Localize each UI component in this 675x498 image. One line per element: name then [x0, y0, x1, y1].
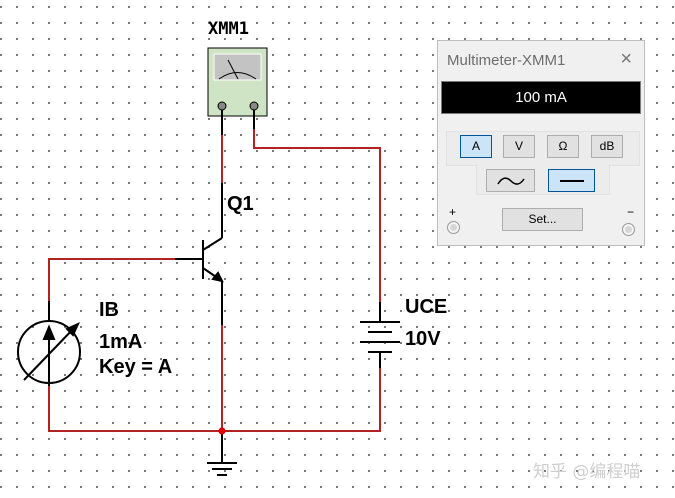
ohmmeter-button[interactable]: Ω: [547, 135, 579, 158]
watermark: 知乎 @编程喵: [533, 462, 641, 482]
set-button[interactable]: Set...: [502, 208, 583, 231]
source-name: IB: [99, 299, 119, 321]
decibel-button[interactable]: dB: [591, 135, 623, 158]
source-value: 1mA: [99, 331, 143, 353]
window-title: Multimeter-XMM1: [447, 52, 566, 69]
ac-wave-icon: [496, 177, 525, 185]
multimeter-window[interactable]: Multimeter-XMM1 × 100 mA A V Ω dB + Set.…: [437, 40, 645, 246]
source-key: Key = A: [99, 356, 173, 378]
dc-line-icon: [559, 180, 584, 182]
minus-terminal[interactable]: [622, 223, 635, 236]
dc-button[interactable]: [548, 169, 595, 192]
wire-ground: [48, 368, 381, 432]
ac-button[interactable]: [486, 169, 535, 192]
multimeter-label: XMM1: [208, 19, 249, 39]
wire-meter-plus: [253, 129, 381, 302]
plus-terminal[interactable]: [447, 221, 460, 234]
meter-display: 100 mA: [441, 81, 641, 114]
transistor-label: Q1: [227, 193, 254, 215]
junction-dot: [218, 427, 226, 435]
voltmeter-button[interactable]: V: [503, 135, 535, 158]
minus-terminal-label: −: [626, 205, 634, 219]
battery-value: 10V: [405, 328, 441, 350]
plus-terminal-label: +: [449, 205, 457, 219]
ground-symbol: [207, 431, 237, 476]
battery-symbol[interactable]: [360, 302, 400, 368]
close-icon[interactable]: ×: [620, 48, 632, 70]
transistor-symbol[interactable]: [202, 183, 224, 325]
wires: [48, 129, 381, 432]
ammeter-button[interactable]: A: [460, 135, 492, 158]
multimeter-symbol[interactable]: [207, 47, 268, 117]
battery-name: UCE: [405, 296, 448, 318]
wire-base: [48, 258, 175, 301]
current-source-symbol[interactable]: [17, 320, 81, 384]
